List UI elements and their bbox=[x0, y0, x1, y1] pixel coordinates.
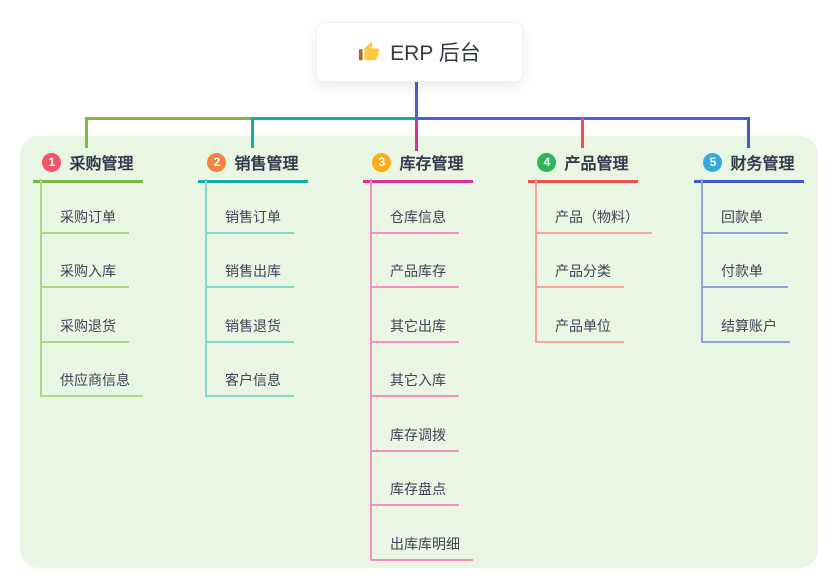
child-node[interactable]: 供应商信息 bbox=[42, 343, 143, 397]
connector-drop-purchase bbox=[85, 117, 88, 148]
branch-node-purchase[interactable]: 1 采购管理 bbox=[33, 150, 143, 183]
branch-label-inventory: 库存管理 bbox=[399, 156, 464, 173]
branch-badge-2: 2 bbox=[207, 152, 227, 172]
root-label: ERP 后台 bbox=[390, 42, 481, 65]
branch-children-inventory: 仓库信息 产品库存 其它出库 其它入库 库存调拨 库存盘点 出库库明细 bbox=[370, 179, 473, 561]
connector-drop-product bbox=[581, 117, 584, 148]
branch-node-inventory[interactable]: 3 库存管理 bbox=[363, 150, 473, 183]
child-node[interactable]: 销售退货 bbox=[207, 288, 294, 343]
branch-label-finance: 财务管理 bbox=[730, 156, 795, 173]
child-node[interactable]: 库存盘点 bbox=[372, 452, 459, 506]
connector-drop-sales bbox=[251, 117, 254, 148]
child-node[interactable]: 其它出库 bbox=[372, 288, 459, 343]
branch-badge-5: 5 bbox=[703, 152, 723, 172]
branch-label-product: 产品管理 bbox=[564, 156, 629, 173]
child-node[interactable]: 其它入库 bbox=[372, 343, 459, 397]
child-node[interactable]: 库存调拨 bbox=[372, 397, 459, 452]
branch-node-product[interactable]: 4 产品管理 bbox=[528, 150, 638, 183]
child-node[interactable]: 付款单 bbox=[703, 234, 788, 288]
child-node[interactable]: 销售出库 bbox=[207, 234, 294, 288]
child-node[interactable]: 出库库明细 bbox=[372, 506, 473, 561]
branch-children-finance: 回款单 付款单 结算账户 bbox=[701, 179, 790, 343]
branch-label-purchase: 采购管理 bbox=[69, 156, 134, 173]
branch-children-sales: 销售订单 销售出库 销售退货 客户信息 bbox=[205, 179, 294, 397]
branches-panel bbox=[20, 136, 818, 568]
child-node[interactable]: 采购订单 bbox=[42, 179, 129, 234]
child-node[interactable]: 结算账户 bbox=[703, 288, 790, 343]
connector-drop-inventory bbox=[415, 119, 418, 151]
branch-node-sales[interactable]: 2 销售管理 bbox=[198, 150, 308, 183]
child-node[interactable]: 产品（物料） bbox=[537, 179, 652, 234]
connector-horizontal-purchase bbox=[85, 117, 253, 120]
child-node[interactable]: 产品单位 bbox=[537, 288, 624, 343]
child-node[interactable]: 产品库存 bbox=[372, 234, 459, 288]
thumbs-up-icon bbox=[359, 41, 380, 61]
child-node[interactable]: 销售订单 bbox=[207, 179, 294, 234]
branch-badge-4: 4 bbox=[537, 152, 557, 172]
branch-node-finance[interactable]: 5 财务管理 bbox=[694, 150, 804, 183]
child-node[interactable]: 回款单 bbox=[703, 179, 788, 234]
connector-drop-finance bbox=[747, 117, 750, 148]
connector-horizontal-sales bbox=[251, 117, 418, 120]
branch-children-purchase: 采购订单 采购入库 采购退货 供应商信息 bbox=[40, 179, 143, 397]
connector-root-vertical bbox=[415, 82, 418, 120]
branch-label-sales: 销售管理 bbox=[234, 156, 299, 173]
child-node[interactable]: 客户信息 bbox=[207, 343, 294, 397]
branch-badge-1: 1 bbox=[42, 152, 62, 172]
child-node[interactable]: 采购退货 bbox=[42, 288, 129, 343]
branch-children-product: 产品（物料） 产品分类 产品单位 bbox=[535, 179, 652, 343]
child-node[interactable]: 采购入库 bbox=[42, 234, 129, 288]
root-node-erp[interactable]: ERP 后台 bbox=[316, 22, 523, 82]
child-node[interactable]: 产品分类 bbox=[537, 234, 624, 288]
child-node[interactable]: 仓库信息 bbox=[372, 179, 459, 234]
branch-badge-3: 3 bbox=[372, 152, 392, 172]
